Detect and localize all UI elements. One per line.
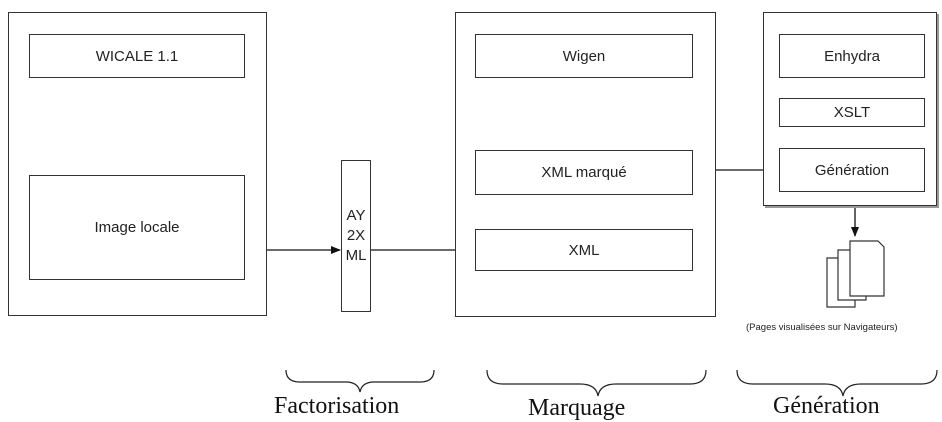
generation-box-label: Génération bbox=[814, 161, 890, 179]
xslt-label: XSLT bbox=[833, 104, 871, 121]
ay2xml-line1: AY bbox=[346, 207, 366, 224]
xslt-box: XSLT bbox=[779, 98, 925, 127]
phase-generation: Génération bbox=[773, 393, 880, 419]
enhydra-title: Enhydra bbox=[824, 47, 880, 65]
xml-marque-box: XML marqué bbox=[475, 150, 693, 195]
generation-box: Génération bbox=[779, 148, 925, 192]
xml-marque-label: XML marqué bbox=[541, 164, 627, 181]
wigen-title-box: Wigen bbox=[475, 34, 693, 78]
ay2xml-line2: 2X bbox=[346, 227, 366, 244]
wicale-title-box: WICALE 1.1 bbox=[29, 34, 245, 78]
image-locale-box: Image locale bbox=[29, 175, 245, 280]
brace-factorisation bbox=[285, 369, 435, 393]
brace-marquage bbox=[486, 369, 707, 397]
ay2xml-box: AY 2X ML bbox=[341, 160, 371, 312]
pages-caption: (Pages visualisées sur Navigateurs) bbox=[746, 322, 898, 333]
pages-stack-icon bbox=[826, 240, 885, 308]
phase-marquage: Marquage bbox=[528, 395, 626, 421]
xml-label: XML bbox=[568, 241, 600, 259]
image-locale-label: Image locale bbox=[94, 219, 180, 236]
ay2xml-line3: ML bbox=[345, 247, 367, 264]
brace-generation bbox=[736, 369, 938, 397]
enhydra-title-box: Enhydra bbox=[779, 34, 925, 78]
wigen-title: Wigen bbox=[562, 47, 606, 65]
wicale-title: WICALE 1.1 bbox=[95, 47, 179, 65]
xml-box: XML bbox=[475, 229, 693, 271]
phase-factorisation: Factorisation bbox=[274, 393, 400, 419]
